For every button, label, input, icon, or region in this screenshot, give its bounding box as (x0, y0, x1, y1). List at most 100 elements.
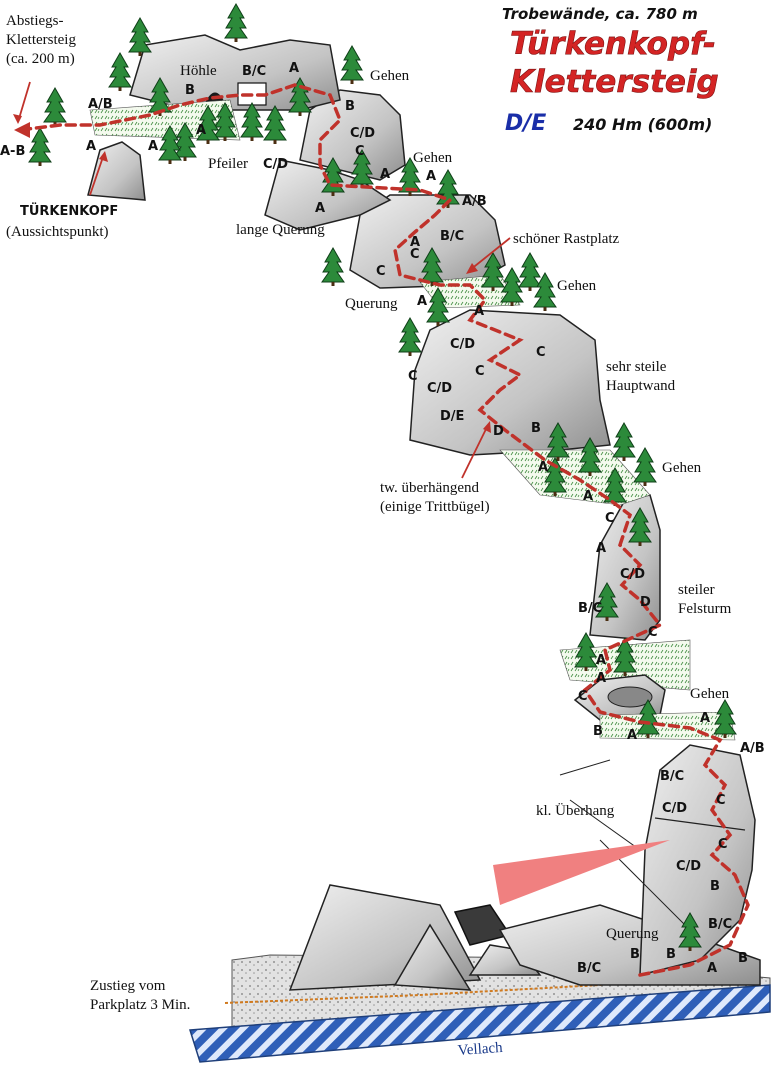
grade: C/D (350, 126, 375, 141)
grade: B (531, 421, 541, 436)
grade: A (86, 139, 96, 154)
title-line-2: Klettersteig (510, 64, 719, 100)
grade: C (716, 793, 726, 808)
label-felsturm-1: steiler (678, 582, 715, 598)
label-gehen-1: Gehen (370, 68, 410, 84)
grade: C (536, 345, 546, 360)
grade: B/C (577, 961, 601, 976)
label-steile-wand-1: sehr steile (606, 359, 667, 375)
label-pfeiler: Pfeiler (208, 156, 248, 172)
grade: A (583, 489, 593, 504)
arrow-abstieg (17, 81, 31, 123)
grade: B/C (708, 917, 732, 932)
label-rastplatz: schöner Rastplatz (513, 231, 620, 247)
grade: A/B (462, 194, 487, 209)
grade: C (355, 144, 365, 159)
grade: B (630, 947, 640, 962)
grade: A (707, 961, 717, 976)
grade: C (605, 511, 615, 526)
grade: C (408, 369, 418, 384)
label-gehen-3: Gehen (557, 278, 597, 294)
grade-labels: A/B B B/C A A A A B C/D C C/D A A A/B A … (86, 61, 765, 976)
label-river: Vellach (457, 1040, 503, 1059)
cave-block (129, 34, 341, 111)
label-summit-2: (Aussichtspunkt) (6, 224, 109, 240)
grade: D (493, 424, 504, 439)
label-gehen-2: Gehen (413, 150, 453, 166)
bottom-rock-2 (393, 923, 472, 991)
grade: C (475, 364, 485, 379)
grade: C/D (676, 859, 701, 874)
label-summit: TÜRKENKOPF (20, 203, 118, 219)
label-lange-querung: lange Querung (236, 222, 325, 238)
grade: C (718, 837, 728, 852)
arrow-summit (89, 153, 105, 196)
grade: B (185, 83, 195, 98)
grade: A (417, 294, 427, 309)
label-abstieg-2: Klettersteig (6, 32, 76, 48)
arrow-ueberhaengend (461, 424, 489, 479)
grade: A (426, 169, 436, 184)
grade: B/C (578, 601, 602, 616)
label-querung-2: Querung (606, 926, 659, 942)
label-querung-1: Querung (345, 296, 398, 312)
grade: A (380, 167, 390, 182)
grade: C/D (620, 567, 645, 582)
grade: B (345, 99, 355, 114)
label-abstieg: Abstiegs- (6, 13, 64, 29)
grade: C/D (662, 801, 687, 816)
grade: B (666, 947, 676, 962)
grade: A (700, 711, 710, 726)
grade: C (376, 264, 386, 279)
grade: A (538, 460, 548, 475)
label-abstieg-3: (ca. 200 m) (6, 51, 75, 67)
grade: A (596, 653, 606, 668)
grade: A (627, 728, 637, 743)
grade: D (640, 595, 651, 610)
upper-block-1 (264, 159, 392, 231)
grade: B (593, 724, 603, 739)
grade: A (474, 304, 484, 319)
grade: A (148, 139, 158, 154)
bottom-rock-4 (498, 904, 761, 986)
route-line (18, 83, 750, 977)
subtitle: Trobewände, ca. 780 m (502, 5, 698, 23)
arrow-rastplatz (469, 237, 511, 271)
grade: C/D (263, 157, 288, 172)
grade: A (289, 61, 299, 76)
label-steile-wand-2: Hauptwand (606, 378, 676, 394)
grade: A (596, 541, 606, 556)
difficulty-badge: D/E (505, 111, 546, 136)
label-ueberhaengend-1: tw. überhängend (380, 480, 479, 496)
grade: B/C (440, 229, 464, 244)
grade: C (578, 689, 588, 704)
label-zustieg-2: Parkplatz 3 Min. (90, 997, 190, 1013)
summit-rock (87, 141, 146, 201)
grade: C/D (427, 381, 452, 396)
label-gehen-4: Gehen (662, 460, 702, 476)
grade: A/B (88, 97, 113, 112)
grade: B (738, 951, 748, 966)
grade: A (410, 235, 420, 250)
label-ueberhang: kl. Überhang (536, 802, 615, 819)
label-felsturm-2: Felsturm (678, 601, 732, 617)
grade: D/E (440, 409, 464, 424)
bottom-rock-dark (453, 904, 512, 946)
grade: A/B (740, 741, 765, 756)
grade: A (196, 123, 206, 138)
grade: B/C (660, 769, 684, 784)
pointer-arrow (493, 840, 670, 905)
title-line-1: Türkenkopf- (510, 26, 716, 62)
grade: C (410, 247, 420, 262)
grade: B/C (242, 64, 266, 79)
grade: C (648, 625, 658, 640)
ascent-info: 240 Hm (600m) (573, 115, 712, 134)
label-exit-grade: A-B (0, 144, 25, 159)
grade: A (315, 201, 325, 216)
label-hoehle: Höhle (180, 63, 217, 79)
grade: B (710, 879, 720, 894)
label-zustieg-1: Zustieg vom (90, 978, 166, 994)
label-gehen-5: Gehen (690, 686, 730, 702)
exit-arrow-head (14, 122, 30, 138)
